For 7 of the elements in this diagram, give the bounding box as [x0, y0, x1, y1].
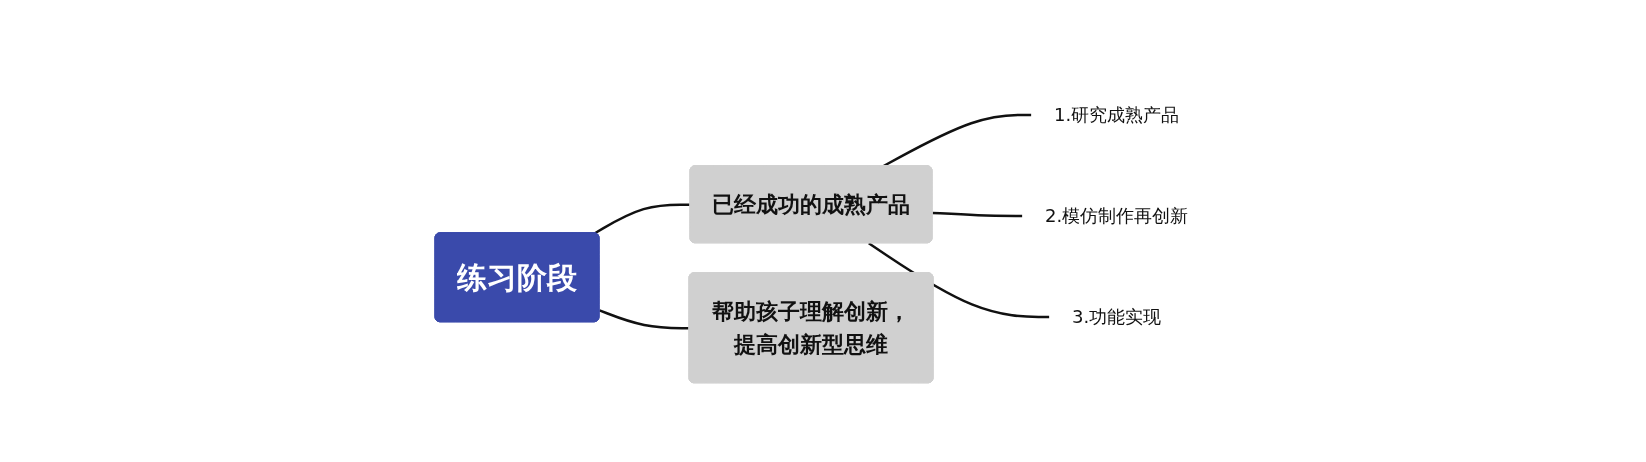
connector — [599, 309, 690, 330]
connector — [594, 203, 691, 235]
node-text: 2.模仿制作再创新 — [1045, 205, 1189, 227]
node-text: 3.功能实现 — [1072, 306, 1162, 328]
connector — [932, 211, 1024, 218]
connector — [868, 242, 1051, 319]
node-text: 1.研究成熟产品 — [1054, 104, 1180, 126]
